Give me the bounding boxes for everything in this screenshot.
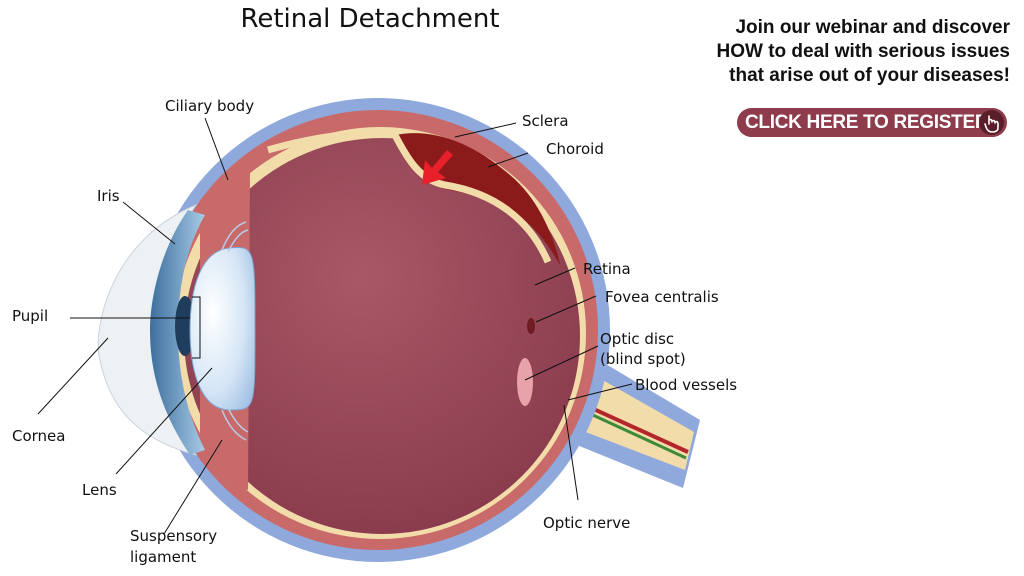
- register-button[interactable]: CLICK HERE TO REGISTER: [737, 108, 1007, 137]
- label-optic-disc-line1: Optic disc: [600, 330, 675, 348]
- label-blood-vessels: Blood vessels: [635, 376, 738, 394]
- page-title: Retinal Detachment: [240, 4, 500, 34]
- label-ciliary-body: Ciliary body: [165, 97, 255, 115]
- promo-line-1: Join our webinar and discover: [735, 17, 1010, 38]
- label-suspensory-line2: ligament: [130, 548, 197, 566]
- suspensory-fibres: [221, 221, 249, 441]
- lens-shape: [189, 246, 256, 411]
- label-optic-disc-line2: (blind spot): [600, 350, 686, 368]
- promo-line-3: that arise out of your diseases!: [729, 65, 1010, 86]
- label-cornea: Cornea: [12, 427, 66, 445]
- fovea-dot: [527, 318, 535, 334]
- vitreous-body: [184, 138, 580, 534]
- label-lens: Lens: [82, 481, 117, 499]
- pupil-bracket: [192, 296, 201, 359]
- detached-retina: [267, 129, 552, 264]
- label-pupil: Pupil: [12, 307, 49, 325]
- optic-disc-shape: [517, 358, 533, 406]
- label-iris: Iris: [97, 187, 120, 205]
- register-button-label: CLICK HERE TO REGISTER: [745, 112, 989, 133]
- detachment-arrow: [422, 150, 453, 185]
- label-optic-nerve: Optic nerve: [543, 514, 631, 532]
- label-choroid: Choroid: [546, 140, 604, 158]
- promo-block: Join our webinar and discover HOW to dea…: [680, 16, 1010, 88]
- label-retina: Retina: [583, 260, 631, 278]
- pointing-hand-icon: [979, 110, 1004, 135]
- label-sclera: Sclera: [522, 112, 569, 130]
- promo-line-2: HOW to deal with serious issues: [716, 41, 1010, 62]
- label-suspensory-line1: Suspensory: [130, 527, 218, 545]
- label-fovea-centralis: Fovea centralis: [605, 288, 719, 306]
- leader-lines: [37, 117, 633, 535]
